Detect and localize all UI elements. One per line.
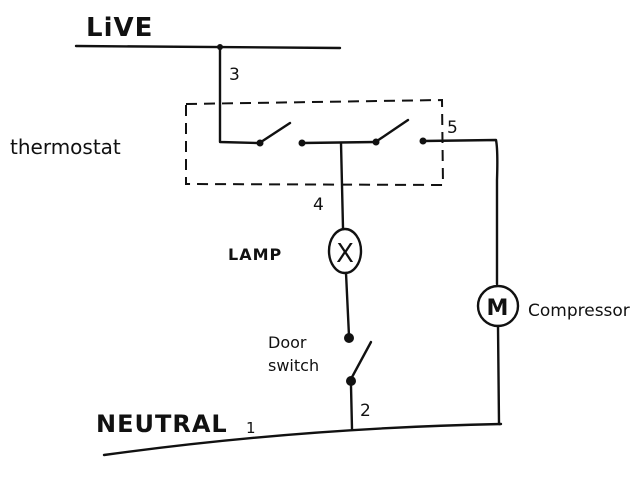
thermostat-switch-blade-1 <box>259 121 292 144</box>
terminal-3-label: 3 <box>229 65 240 85</box>
door-switch-contact-top <box>344 333 354 343</box>
door-to-neutral-wire <box>349 384 354 431</box>
lamp-label: LAMP <box>228 245 282 264</box>
compressor-feed-wire <box>421 138 499 286</box>
live-wire <box>74 44 342 50</box>
thermostat-switch-blade-2 <box>375 118 410 143</box>
lamp-to-door-wire <box>344 271 351 338</box>
compressor-to-neutral-wire <box>496 324 502 426</box>
compressor-label: Compressor <box>528 301 630 321</box>
thermostat-label: thermostat <box>10 135 121 159</box>
live-label: LiVE <box>86 13 153 43</box>
motor-symbol: M <box>487 296 510 321</box>
lamp-icon: X <box>327 227 363 275</box>
terminal-1-label: 1 <box>246 419 256 437</box>
terminal-2-label: 2 <box>360 401 371 421</box>
terminal-5-label: 5 <box>447 118 458 138</box>
door-switch-blade <box>349 340 373 381</box>
door-switch-label-line2: switch <box>268 356 319 375</box>
door-switch-contact-bottom <box>346 376 356 386</box>
live-junction <box>217 44 223 50</box>
door-switch-label-line1: Door <box>268 333 307 352</box>
thermostat-bus-wire <box>300 140 378 145</box>
lamp-feed-wire <box>339 141 345 230</box>
thermostat-enclosure <box>185 98 445 187</box>
compressor-motor-icon: M <box>476 284 520 328</box>
live-drop-wire <box>218 45 260 145</box>
terminal-4-label: 4 <box>313 195 324 215</box>
neutral-wire <box>102 422 503 457</box>
lamp-symbol: X <box>336 239 354 269</box>
neutral-label: NEUTRAL <box>96 410 228 438</box>
